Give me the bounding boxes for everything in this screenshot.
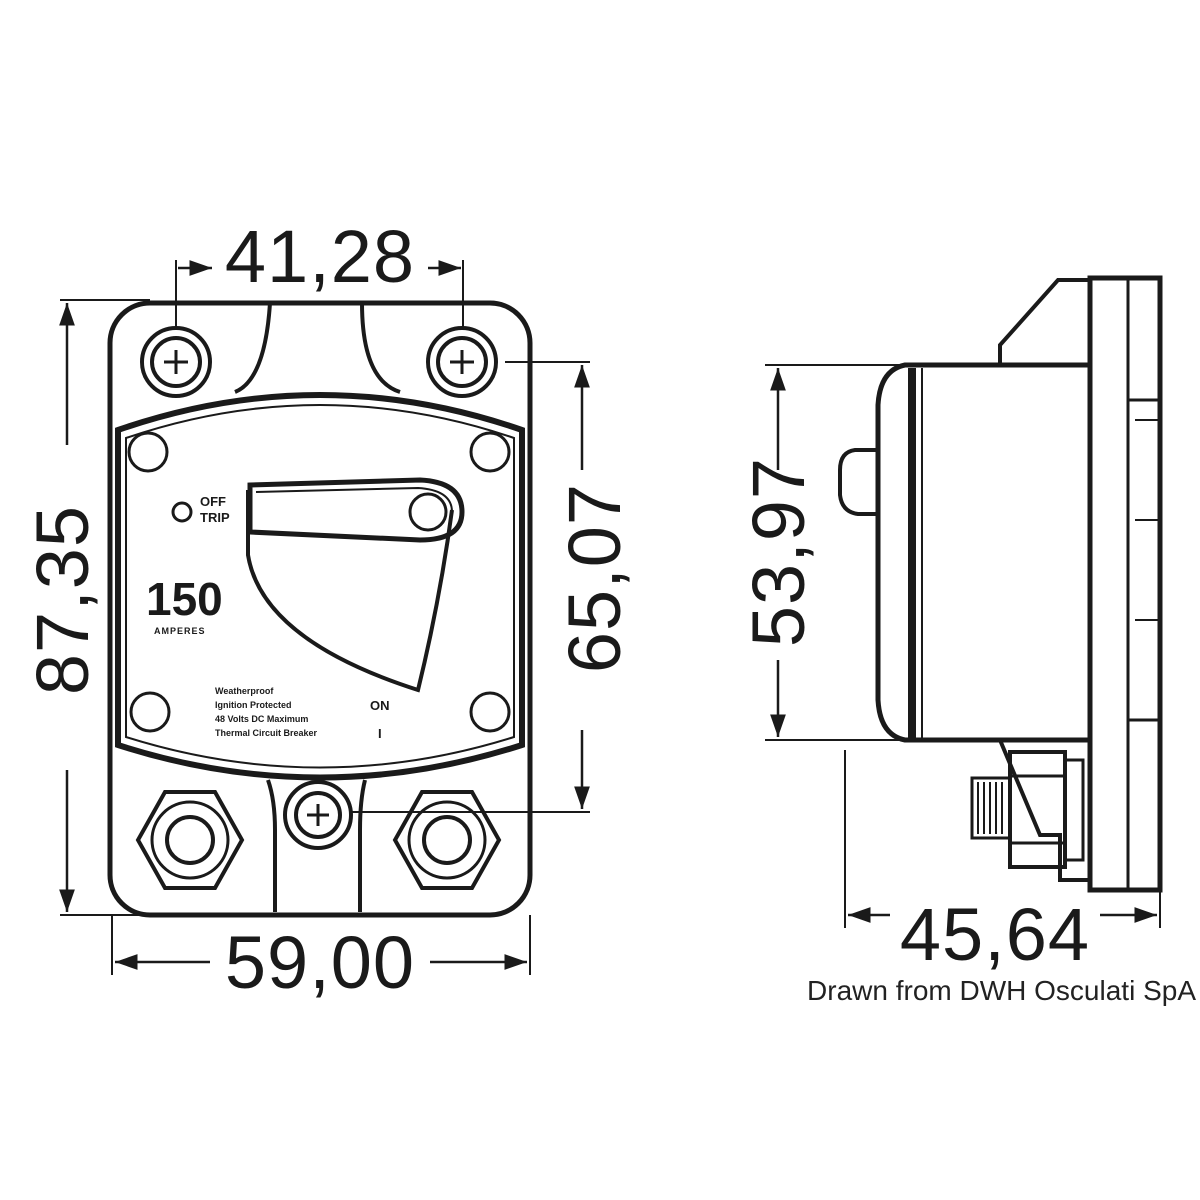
off-label: OFF [200,494,226,509]
dim-inner-height: 65,07 [553,483,636,673]
info-line-1: Weatherproof [215,686,274,696]
top-boss-outline [234,302,401,394]
trip-label: TRIP [200,510,230,525]
bottom-divider [266,779,367,912]
right-terminal-nut [392,790,502,890]
front-view: OFF TRIP 150 AMPERES Weatherproof Igniti… [107,300,533,918]
info-line-3: 48 Volts DC Maximum [215,714,308,724]
rating-value: 150 [146,573,223,625]
credit-text: Drawn from DWH Osculati SpA [807,975,1196,1006]
top-left-screw [140,326,212,398]
side-stud [970,776,1012,840]
on-label: ON [370,698,390,713]
info-line-2: Ignition Protected [215,700,292,710]
dim-side-depth: 45,64 [900,893,1090,976]
lever-pivot [408,492,448,532]
mount-hole [129,691,171,733]
side-view [838,275,1163,893]
dim-bottom-width: 59,00 [225,921,415,1004]
side-bracket [998,739,1090,882]
side-nut [1008,750,1085,869]
top-right-screw [426,326,498,398]
lever-handle [247,477,465,543]
breaker-housing [107,300,533,918]
lever-shield [246,490,454,693]
mount-hole [469,691,511,733]
side-dimensions: 53,97 45,64 [737,364,1161,976]
side-button [838,448,880,516]
on-symbol: I [378,726,382,741]
dim-top-width: 41,28 [225,215,415,298]
mount-hole [127,431,169,473]
front-dimensions: 41,28 87,35 65,07 59,00 [21,215,636,1004]
rating-unit: AMPERES [154,626,206,636]
bottom-center-screw [283,780,353,850]
face-plate [115,392,525,781]
face-plate-inner [125,404,515,769]
trip-indicator [171,501,193,523]
info-line-4: Thermal Circuit Breaker [215,728,318,738]
mount-hole [469,431,511,473]
side-body [875,362,1093,743]
dim-total-height: 87,35 [21,505,104,695]
left-terminal-nut [135,790,245,890]
side-flange [1087,275,1163,893]
side-top-lug [998,278,1090,365]
dim-side-height: 53,97 [737,457,820,647]
